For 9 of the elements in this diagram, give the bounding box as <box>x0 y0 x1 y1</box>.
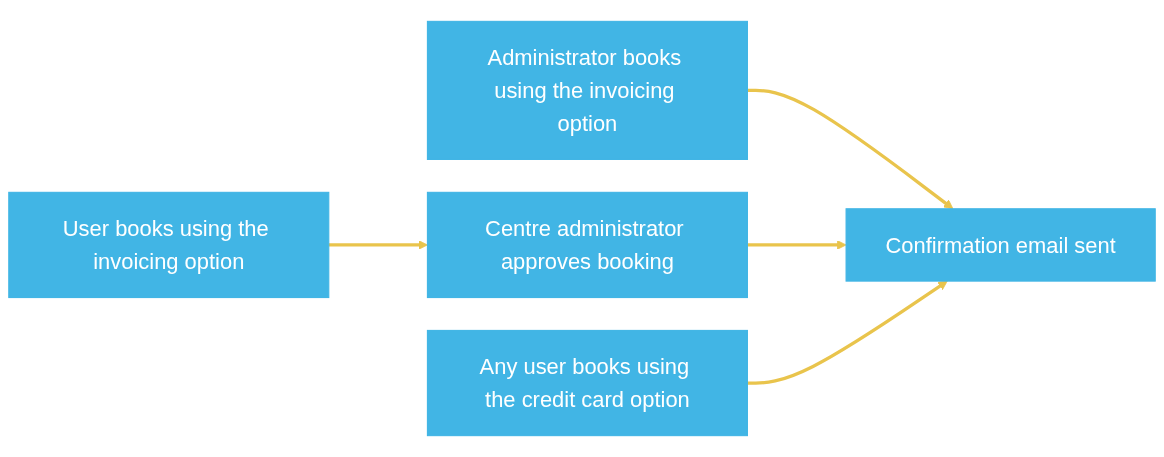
arrow <box>747 88 954 210</box>
node-box: Confirmation email sent <box>845 208 1156 282</box>
arrow <box>747 240 847 250</box>
node-box: Centre administrator approves booking <box>426 191 748 299</box>
arrow <box>747 280 948 385</box>
arrow <box>328 240 428 250</box>
node-box: Any user books using the credit card option <box>426 329 748 437</box>
node-box: Administrator books using the invoicing option <box>426 20 748 160</box>
node-box: User books using the invoicing option <box>8 191 330 299</box>
